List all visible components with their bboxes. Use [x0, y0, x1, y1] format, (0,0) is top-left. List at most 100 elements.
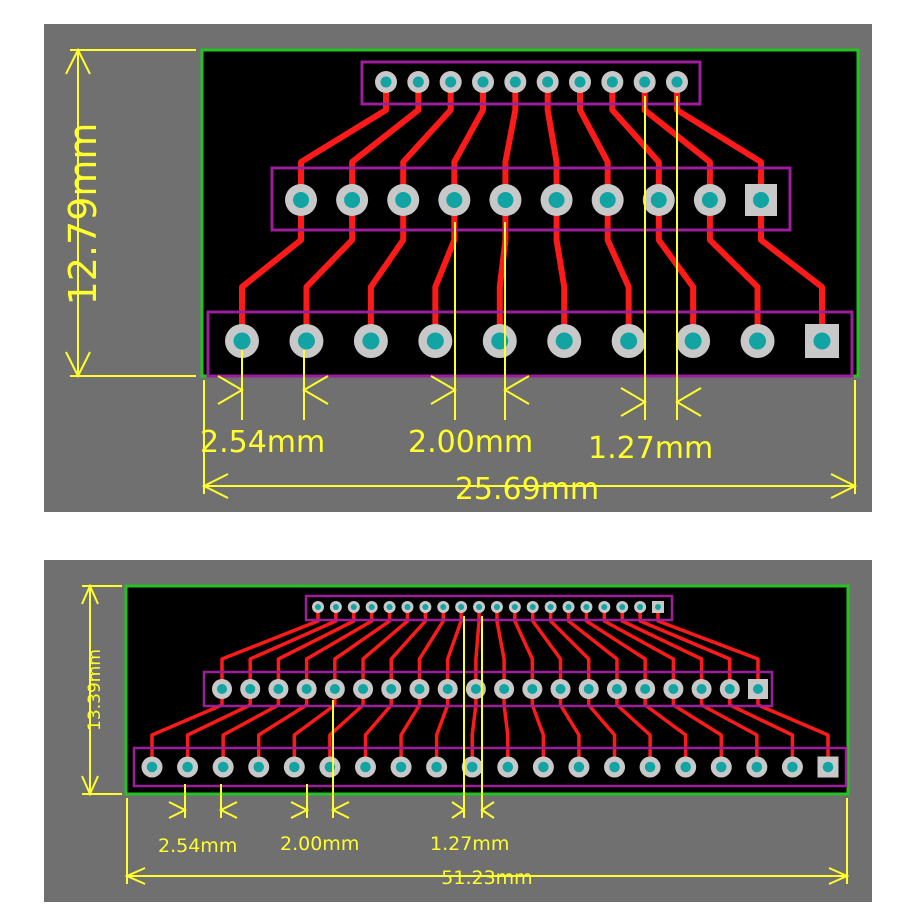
bottom-pitch-label-1.27: 1.27mm	[430, 833, 509, 855]
top-pad-b1-hole	[344, 192, 361, 208]
top-pitch-label-1.27: 1.27mm	[588, 431, 713, 466]
bottom-trace-a8	[445, 605, 463, 691]
top-trace-b0	[239, 197, 304, 344]
bottom-trace-a11	[513, 605, 535, 691]
top-pad-a4-hole	[509, 76, 521, 88]
top-pad-b2-hole	[395, 192, 412, 208]
bottom-pad-c8-hole	[431, 761, 442, 773]
bottom-trace-a12	[530, 605, 563, 691]
bottom-pad-b2-hole	[273, 684, 284, 694]
top-pad-c2-hole	[362, 332, 380, 350]
bottom-pad-a18-hole	[637, 604, 644, 610]
bottom-pad-b6-hole	[386, 684, 397, 694]
bottom-width-label: 51.23mm	[441, 867, 532, 889]
bottom-trace-a16	[602, 605, 676, 691]
top-dimensions	[65, 47, 858, 499]
top-pad-c7-hole	[684, 332, 702, 350]
top-pad-c5-hole	[555, 332, 573, 350]
top-height-label: 12.79mm	[61, 123, 105, 306]
bottom-pad-a17-hole	[619, 604, 626, 610]
bottom-pad-b0-hole	[217, 684, 227, 694]
bottom-pad-c6-hole	[360, 761, 371, 773]
top-pad-c6-hole	[620, 332, 638, 350]
top-pad-b8-hole	[701, 192, 718, 208]
bottom-pad-a14-hole	[565, 604, 572, 610]
bottom-pad-b16-hole	[668, 684, 679, 694]
bottom-pad-c2-hole	[217, 761, 229, 773]
bottom-pad-c15-hole	[680, 761, 691, 773]
bottom-pad-a16-hole	[601, 604, 608, 610]
bottom-pad-a6-hole	[422, 604, 429, 610]
bottom-trace-a10	[495, 605, 506, 691]
bottom-pad-c18-hole	[787, 761, 798, 773]
bottom-trace-a0	[220, 605, 320, 691]
top-pitch-label-2.00: 2.00mm	[408, 425, 533, 460]
bottom-pad-c9-hole	[466, 761, 478, 773]
bottom-pad-c10-hole	[502, 761, 514, 773]
bottom-pad-b5-hole	[358, 684, 369, 694]
top-pad-a7-hole	[606, 76, 618, 88]
bottom-pad-b7-hole	[414, 684, 425, 694]
bottom-pad-b3-hole	[301, 684, 312, 694]
bottom-header-1.27	[304, 594, 674, 622]
top-pad-c0-hole	[233, 332, 251, 350]
bottom-pad-b12-hole	[555, 684, 566, 694]
bottom-pad-b9-hole	[470, 684, 481, 694]
top-pad-a9-hole	[671, 76, 683, 88]
top-trace-a2	[400, 79, 454, 203]
top-pad-a0-hole	[380, 76, 392, 88]
bottom-pad-a15-hole	[583, 604, 590, 610]
bottom-trace-a13	[548, 605, 591, 691]
bottom-pad-a4-hole	[386, 604, 393, 610]
bottom-trace-a3	[304, 605, 374, 691]
top-trace-b2	[367, 197, 407, 344]
bottom-pad-c19-hole	[822, 761, 834, 773]
top-pad-c1-hole	[297, 332, 315, 350]
top-header-2.00	[270, 166, 792, 232]
top-width-label: 25.69mm	[455, 472, 599, 507]
top-trace-a6	[577, 79, 611, 203]
bottom-pad-a9-hole	[476, 604, 483, 610]
bottom-pad-b15-hole	[640, 684, 651, 694]
bottom-pitch-label-2.00: 2.00mm	[280, 833, 359, 855]
top-pitch-label-2.54: 2.54mm	[200, 425, 325, 460]
bottom-pad-b17-hole	[696, 684, 707, 694]
top-pad-a5-hole	[542, 76, 554, 88]
bottom-pad-c4-hole	[289, 761, 300, 773]
bottom-pad-a10-hole	[493, 604, 500, 610]
bottom-pad-c14-hole	[644, 761, 656, 773]
bottom-trace-a7	[417, 605, 446, 691]
bottom-trace-a15	[584, 605, 647, 691]
bottom-header-2.00	[202, 670, 774, 708]
bottom-pad-c0-hole	[146, 761, 158, 773]
bottom-trace-a17	[620, 605, 704, 691]
bottom-pad-b19-hole	[753, 684, 763, 694]
top-pad-b9-hole	[753, 192, 769, 208]
top-trace-a0	[298, 79, 389, 203]
top-trace-b3	[432, 197, 458, 344]
bottom-pad-c13-hole	[609, 761, 620, 773]
top-traces	[239, 79, 825, 344]
bottom-pad-c16-hole	[716, 761, 727, 773]
bottom-trace-a19	[656, 605, 760, 691]
bottom-pad-c12-hole	[573, 761, 585, 773]
top-pad-b0-hole	[293, 192, 309, 208]
top-trace-b4	[496, 197, 509, 344]
bottom-pad-c1-hole	[182, 761, 193, 773]
top-trace-b6	[604, 197, 632, 344]
bottom-pad-b11-hole	[527, 684, 538, 694]
top-trace-a4	[502, 79, 519, 203]
bottom-pad-a0-hole	[315, 604, 321, 610]
top-pad-c3-hole	[426, 332, 444, 350]
top-header-1.27	[360, 60, 702, 106]
bottom-pitch-label-2.54: 2.54mm	[158, 835, 237, 857]
bottom-pad-b13-hole	[583, 684, 594, 694]
bottom-trace-a2	[276, 605, 356, 691]
bottom-pad-a13-hole	[547, 604, 554, 610]
top-pad-a1-hole	[412, 76, 424, 88]
top-pad-a2-hole	[445, 76, 457, 88]
bottom-pad-c17-hole	[751, 761, 763, 773]
bottom-pad-a1-hole	[332, 604, 339, 610]
bottom-pad-a8-hole	[458, 604, 465, 610]
